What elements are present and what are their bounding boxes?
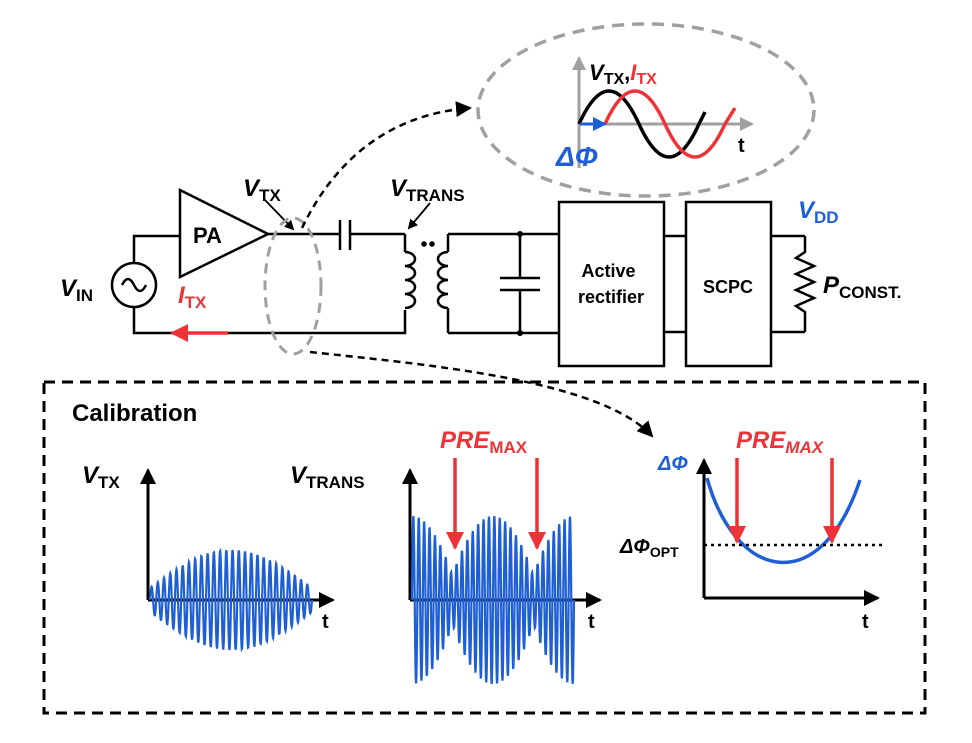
p-const-label: PCONST. — [823, 272, 901, 302]
junction-cap-top — [517, 231, 523, 237]
wire-source-top — [132, 234, 180, 263]
v-tx-label: VTX — [243, 175, 281, 205]
active-rectifier-label: Active rectifier — [578, 261, 644, 307]
vtx-plot-t-label: t — [322, 611, 329, 633]
dot-secondary — [429, 241, 435, 247]
primary-coil — [404, 250, 417, 310]
pre-max-label: PREMAX — [440, 427, 528, 457]
circuit — [110, 187, 818, 368]
inset-delta-phi: ΔΦ — [555, 141, 598, 172]
vtrans-plot-label: VTRANS — [290, 462, 365, 492]
inset-vtx-wave — [577, 89, 707, 159]
phase-plot — [696, 458, 885, 606]
active-rectifier-box — [557, 200, 666, 368]
vtx-envelope-wave — [148, 547, 314, 653]
vtrans-plot — [402, 458, 602, 685]
phase-plot-delta-phi: ΔΦ — [657, 453, 688, 475]
secondary-coil — [436, 250, 449, 310]
scpc-box — [684, 200, 773, 368]
link-to-phase-inset — [300, 101, 472, 229]
phase-curve — [705, 477, 862, 564]
probe-ellipse — [263, 216, 323, 356]
calibration-box — [42, 380, 927, 715]
vtx-plot-label: VTX — [82, 462, 120, 492]
vtrans-beating-wave — [410, 515, 576, 685]
dot-primary — [421, 241, 427, 247]
calibration-title: Calibration — [72, 400, 197, 427]
vtx-plot — [140, 468, 335, 653]
vtx-pointer-arrow — [264, 199, 295, 231]
v-dd-label: VDD — [798, 197, 839, 227]
pa-amplifier — [178, 187, 271, 280]
junction-cap-bottom — [517, 330, 523, 336]
vtrans-pointer-arrow — [407, 202, 431, 230]
inset-t-label: t — [738, 135, 745, 157]
wire-return — [132, 307, 407, 335]
phase-plot-t-label: t — [862, 611, 869, 633]
phase-inset-ellipse — [476, 22, 816, 198]
ac-source-sine-icon — [120, 277, 148, 293]
scpc-label: SCPC — [703, 277, 753, 297]
i-tx-label: ITX — [178, 282, 207, 312]
inset-title: VTX,ITX — [589, 60, 657, 88]
pre-max-right-label: PREMAX — [736, 427, 825, 457]
vtrans-plot-t-label: t — [588, 611, 595, 633]
v-in-label: VIN — [60, 275, 93, 305]
link-to-phase-plot — [309, 350, 654, 438]
pa-label: PA — [193, 223, 222, 248]
phase-inset-plot — [572, 56, 754, 168]
load-resistor — [792, 236, 818, 332]
phase-plot-opt-label: ΔΦOPT — [619, 536, 679, 560]
inset-itx-wave — [603, 89, 737, 159]
v-trans-label: VTRANS — [390, 175, 465, 205]
